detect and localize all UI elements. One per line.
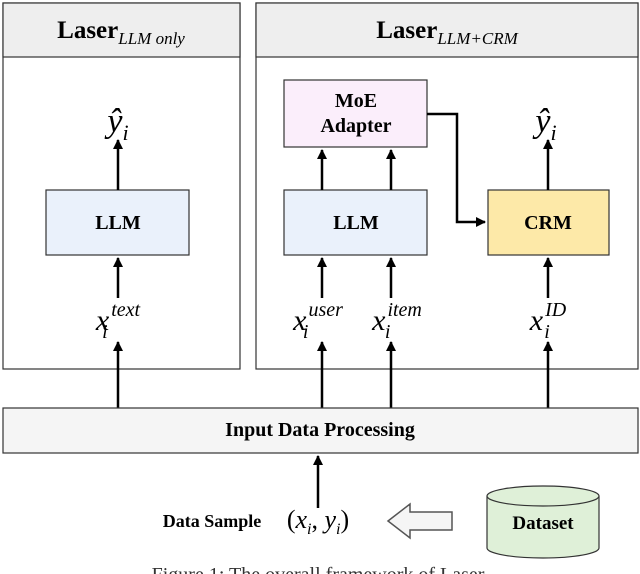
arrows — [113, 112, 553, 508]
moe-adapter-box — [283, 79, 428, 148]
figure-caption: Figure 1: The overall framework of Laser… — [152, 564, 489, 574]
left-panel-frame — [2, 2, 241, 370]
dataset-cylinder-body — [486, 496, 600, 559]
right-output-label: ŷi — [532, 103, 556, 145]
data-sample-tuple: (xi, yi) — [287, 505, 349, 538]
arrow-moe-to-crm — [427, 112, 486, 227]
right-llm-box — [283, 189, 428, 256]
dataset-cylinder: Dataset — [486, 485, 600, 559]
left-llm-box — [45, 189, 190, 256]
right-llm-label: LLM — [333, 212, 379, 234]
right-panel-title: LaserLLM+CRM — [376, 17, 518, 48]
left-panel-title: LaserLLM only — [57, 17, 185, 48]
left-output-label: ŷi — [104, 103, 128, 145]
moe-adapter-label-line1: MoE — [335, 90, 377, 112]
moe-adapter-label-line2: Adapter — [320, 115, 391, 137]
left-llm-label: LLM — [95, 212, 141, 234]
crm-box — [487, 189, 610, 256]
left-panel-title-bar — [2, 2, 241, 58]
dataset-cylinder-top — [486, 485, 600, 507]
data-sample-label: Data Sample — [163, 511, 262, 531]
input-processing-label: Input Data Processing — [225, 419, 415, 441]
right-panel-frame — [255, 2, 639, 370]
input-processing-box — [2, 407, 639, 454]
right-panel-title-bar — [255, 2, 639, 58]
dataset-label: Dataset — [512, 513, 574, 534]
dataset-to-sample-arrow — [386, 502, 453, 540]
crm-label: CRM — [524, 212, 572, 234]
